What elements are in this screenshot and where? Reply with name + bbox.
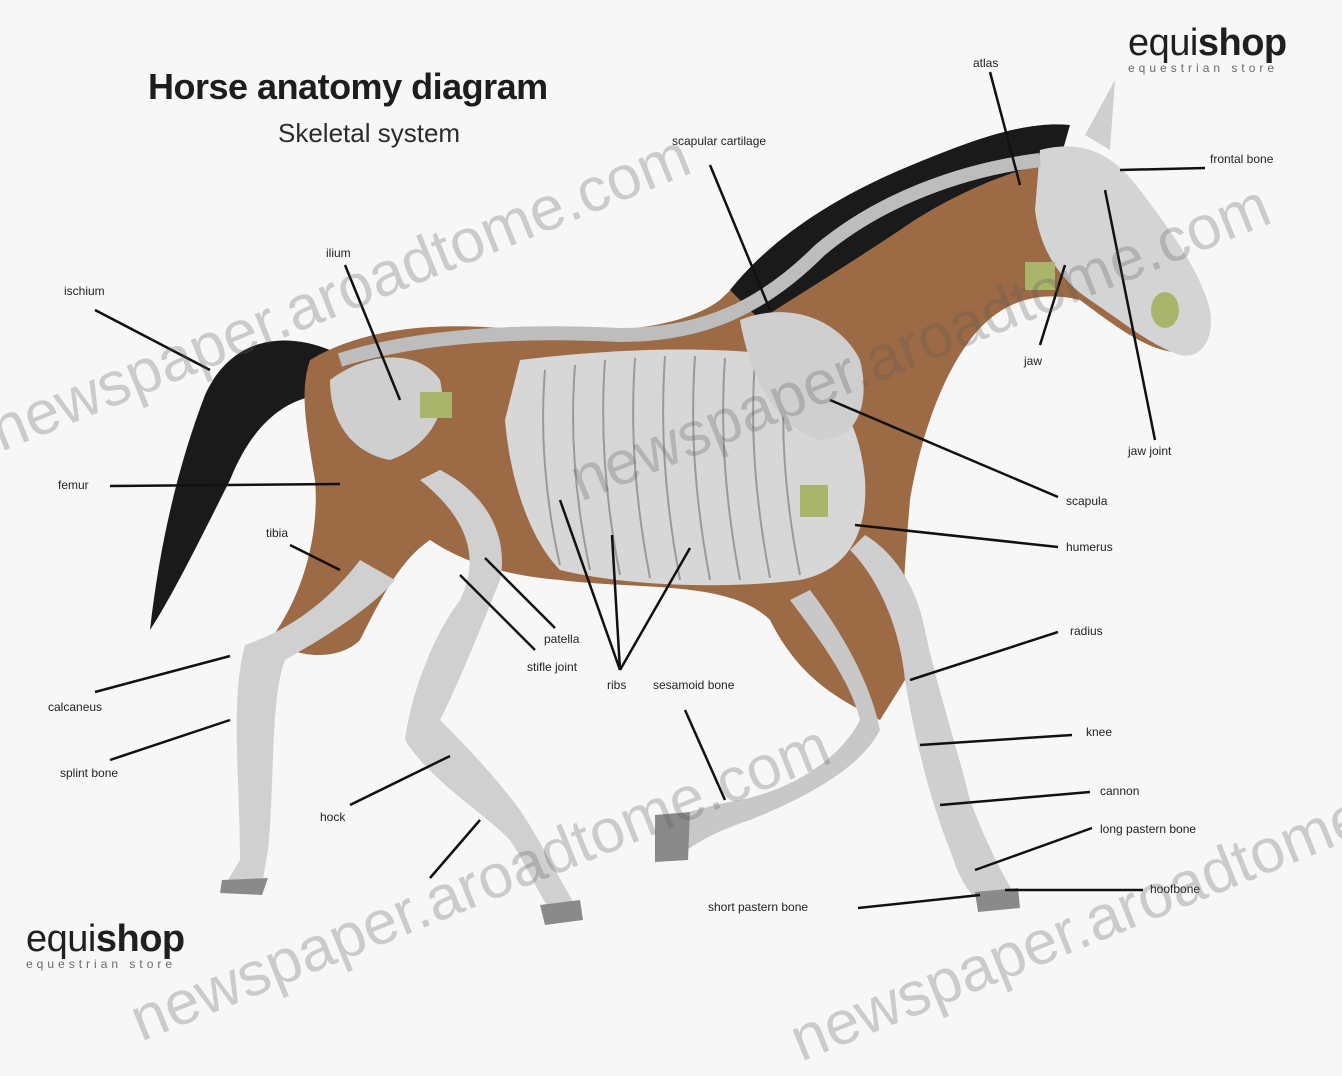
label-radius: radius (1070, 624, 1103, 638)
label-jaw-joint: jaw joint (1128, 444, 1171, 458)
label-sesamoid-bone: sesamoid bone (653, 678, 734, 692)
label-calcaneus: calcaneus (48, 700, 102, 714)
brand-name-light: equi (26, 918, 96, 960)
label-tibia: tibia (266, 526, 288, 540)
label-frontal-bone: frontal bone (1210, 152, 1273, 166)
cartilage-neck (1025, 262, 1055, 290)
horse-illustration (0, 0, 1342, 998)
cartilage-hip (420, 392, 452, 418)
label-short-pastern-bone: short pastern bone (708, 900, 808, 914)
ear (1085, 80, 1115, 150)
label-patella: patella (544, 632, 579, 646)
brand-logo-bottom: equishop equestrian store (26, 918, 185, 971)
brand-tagline: equestrian store (1128, 61, 1287, 75)
cartilage-chest (800, 485, 828, 517)
label-nuchal-cartilage: scapular cartilage (672, 134, 766, 148)
hoof-3 (655, 812, 690, 862)
hoof-4 (975, 888, 1020, 912)
label-scapula: scapula (1066, 494, 1107, 508)
label-knee: knee (1086, 725, 1112, 739)
cartilage-nose (1151, 292, 1179, 328)
label-ilium: ilium (326, 246, 351, 260)
brand-logo-top: equishop equestrian store (1128, 22, 1287, 75)
label-femur: femur (58, 478, 89, 492)
label-stifle-joint: stifle joint (527, 660, 577, 674)
hoof-1 (220, 878, 268, 895)
label-cannon: cannon (1100, 784, 1139, 798)
brand-tagline: equestrian store (26, 957, 185, 971)
brand-name-bold: shop (1198, 22, 1287, 64)
brand-name-light: equi (1128, 22, 1198, 64)
label-hoofbone: hoofbone (1150, 882, 1200, 896)
label-ischium: ischium (64, 284, 105, 298)
label-splint-bone: splint bone (60, 766, 118, 780)
label-atlas: atlas (973, 56, 998, 70)
label-humerus: humerus (1066, 540, 1113, 554)
diagram-subtitle: Skeletal system (278, 118, 460, 149)
brand-name-bold: shop (96, 918, 185, 960)
label-ribs: ribs (607, 678, 626, 692)
diagram-title: Horse anatomy diagram (148, 66, 548, 108)
label-hock: hock (320, 810, 345, 824)
label-long-pastern-bone: long pastern bone (1100, 822, 1196, 836)
label-jaw: jaw (1024, 354, 1042, 368)
